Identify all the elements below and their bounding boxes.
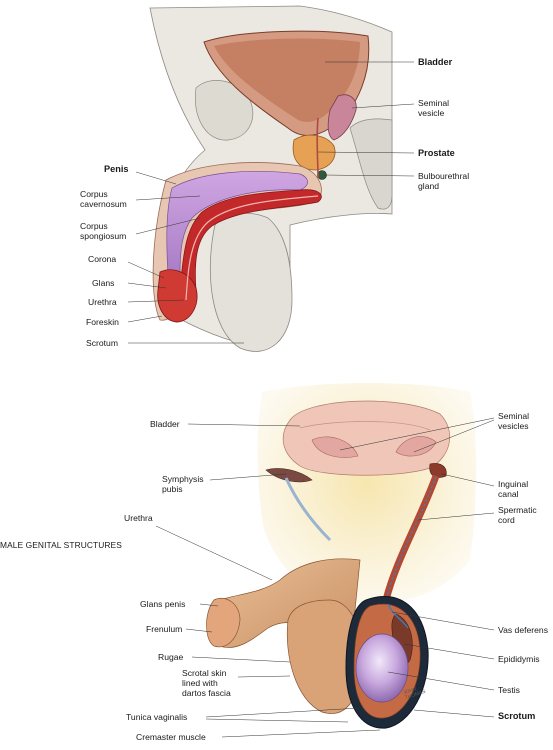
label-corpus-cavernosum: Corpus cavernosum bbox=[80, 189, 127, 209]
label-seminal-vesicle: Seminal vesicle bbox=[418, 98, 450, 118]
label-symphysis-pubis: Symphysis pubis bbox=[162, 474, 204, 494]
vas-deferens-shape bbox=[387, 603, 409, 629]
label-corona: Corona bbox=[88, 254, 117, 264]
prostatic-urethra bbox=[316, 117, 319, 179]
label-bladder-top: Bladder bbox=[418, 57, 453, 67]
seminal-vesicle-shape bbox=[327, 94, 357, 141]
label-scrotum-top: Scrotum bbox=[86, 338, 118, 348]
prostate-shape bbox=[292, 134, 336, 171]
testis-shape bbox=[355, 633, 409, 703]
label-scrotal-skin: Scrotal skin lined with dartos fascia bbox=[182, 668, 231, 698]
corpus-cavernosum-shape bbox=[166, 171, 308, 276]
bladder-bottom-fold bbox=[299, 421, 431, 431]
label-bladder-bottom: Bladder bbox=[150, 419, 180, 429]
label-epididymis: Epididymis bbox=[498, 654, 540, 664]
label-rugae: Rugae bbox=[158, 652, 184, 662]
pubic-bone bbox=[195, 80, 254, 141]
scrotum-top-shape bbox=[209, 212, 293, 352]
label-frenulum: Frenulum bbox=[146, 624, 183, 634]
label-inguinal-canal: Inguinal canal bbox=[498, 479, 529, 499]
label-penis: Penis bbox=[104, 164, 129, 174]
figure-caption: MALE GENITAL STRUCTURES bbox=[0, 540, 122, 550]
label-vas-deferens: Vas deferens bbox=[498, 625, 549, 635]
label-seminal-vesicles: Seminal vesicles bbox=[498, 411, 530, 431]
seminal-vesicles-shape bbox=[311, 436, 437, 458]
anterior-view bbox=[206, 383, 477, 729]
bladder-cavity bbox=[214, 38, 360, 122]
bottom-leader-lines bbox=[155, 417, 495, 738]
label-tunica-vaginalis: Tunica vaginalis bbox=[126, 712, 188, 722]
spermatic-cord-left bbox=[284, 477, 332, 542]
label-urethra-bottom: Urethra bbox=[124, 513, 153, 523]
label-urethra-top: Urethra bbox=[88, 297, 117, 307]
inguinal-left bbox=[265, 468, 313, 483]
label-glans-penis: Glans penis bbox=[140, 599, 186, 609]
label-bulbourethral: Bulbourethral gland bbox=[418, 171, 470, 191]
label-glans: Glans bbox=[92, 278, 115, 288]
label-spermatic-cord: Spermatic cord bbox=[498, 505, 537, 525]
label-prostate: Prostate bbox=[418, 148, 455, 158]
label-testis: Testis bbox=[498, 685, 520, 695]
label-foreskin: Foreskin bbox=[86, 317, 119, 327]
label-scrotum-bottom: Scrotum bbox=[498, 711, 536, 721]
label-cremaster: Cremaster muscle bbox=[136, 732, 206, 742]
penile-urethra bbox=[185, 195, 319, 301]
glans-bottom-shape bbox=[206, 597, 241, 648]
sagittal-section bbox=[149, 5, 393, 352]
label-corpus-spongiosum: Corpus spongiosum bbox=[80, 221, 127, 241]
spermatic-cord-right-vessels bbox=[385, 475, 437, 601]
top-leader-lines bbox=[127, 61, 415, 344]
rectum-region bbox=[349, 118, 393, 210]
